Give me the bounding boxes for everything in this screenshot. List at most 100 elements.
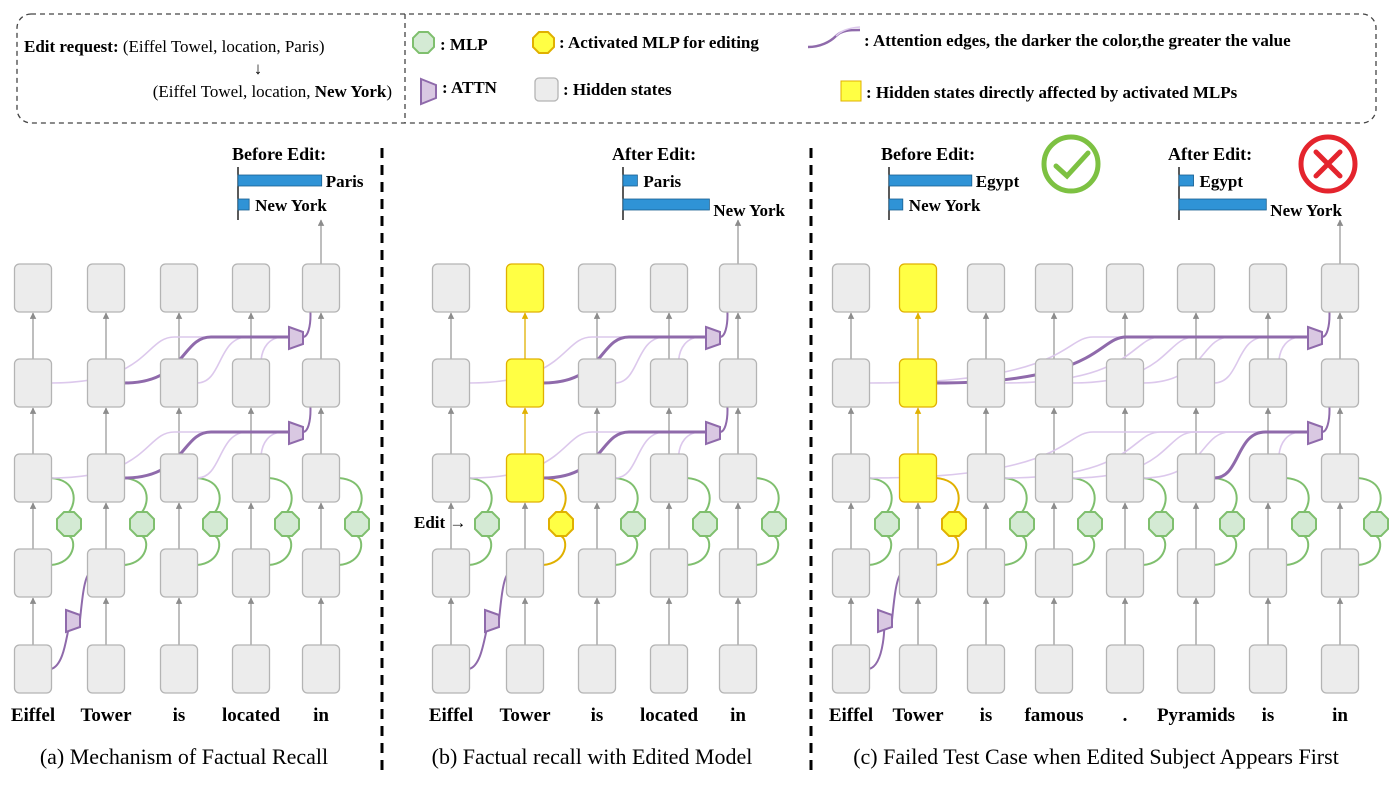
mlp-input-edge <box>614 535 639 566</box>
panel-b-network <box>431 219 787 694</box>
mlp-output-edge <box>614 477 639 513</box>
hidden-state <box>86 453 126 503</box>
hidden-state <box>831 548 871 598</box>
attn-node <box>877 608 893 634</box>
hidden-state <box>1176 453 1216 503</box>
attention-edge-weak <box>468 431 715 479</box>
edit-request-arrow: ↓ <box>254 59 263 78</box>
legend-mlp-icon <box>412 31 435 54</box>
hidden-state <box>1034 358 1074 408</box>
hidden-state <box>1320 644 1360 694</box>
attn-node <box>1307 420 1323 446</box>
token-label: in <box>313 705 329 726</box>
hidden-state <box>966 548 1006 598</box>
hidden-state <box>505 548 545 598</box>
edit-request-original: (Eiffel Towel, location, Paris) <box>119 37 325 56</box>
probability-bar <box>622 174 638 187</box>
attention-edge-weak <box>1071 431 1317 479</box>
hidden-state <box>718 358 758 408</box>
attention-edge-weak <box>868 336 1317 384</box>
hidden-state <box>231 263 271 313</box>
mlp-output-edge <box>1357 477 1382 513</box>
hidden-state <box>718 263 758 313</box>
affected-hidden-state <box>898 358 938 408</box>
legend-hidden-state-icon <box>534 77 559 102</box>
affected-hidden-state <box>505 358 545 408</box>
hidden-state <box>831 263 871 313</box>
mlp-node <box>344 511 370 537</box>
activated-mlp-node <box>941 511 967 537</box>
mlp-output-edge <box>50 477 75 513</box>
edit-request-label: Edit request: <box>24 37 119 56</box>
mlp-node <box>1363 511 1389 537</box>
attention-edge-weak <box>868 431 1317 479</box>
token-label: Tower <box>499 705 551 726</box>
affected-hidden-state <box>505 263 545 313</box>
hidden-state <box>86 548 126 598</box>
attention-output-edge <box>498 574 508 621</box>
hidden-state <box>1105 453 1145 503</box>
caption-c: (c) Failed Test Case when Edited Subject… <box>853 744 1339 769</box>
hidden-state <box>159 548 199 598</box>
cross-circle <box>1298 134 1358 194</box>
hidden-state <box>1034 453 1074 503</box>
mlp-input-edge <box>1003 535 1028 566</box>
mlp-input-edge <box>50 535 75 566</box>
edit-request-new-prefix: (Eiffel Towel, location, <box>153 82 315 101</box>
hidden-state <box>718 548 758 598</box>
hidden-state <box>577 358 617 408</box>
bar-label: Egypt <box>1200 172 1244 191</box>
hidden-state <box>301 453 341 503</box>
mlp-input-edge <box>123 535 148 566</box>
mlp-input-edge <box>338 535 363 566</box>
hidden-state <box>159 453 199 503</box>
mlp-node <box>1291 511 1317 537</box>
bar-label: New York <box>1270 201 1342 220</box>
hidden-state <box>1320 548 1360 598</box>
attn-node <box>288 420 304 446</box>
hidden-state <box>1176 644 1216 694</box>
hidden-state <box>649 644 689 694</box>
mlp-node <box>761 511 787 537</box>
hidden-state <box>966 453 1006 503</box>
hidden-state <box>831 644 871 694</box>
hidden-state <box>1176 358 1216 408</box>
mlp-node <box>874 511 900 537</box>
mlp-node <box>1009 511 1035 537</box>
hidden-state <box>1320 263 1360 313</box>
hidden-state <box>231 358 271 408</box>
legend-attn-icon <box>420 77 437 106</box>
mlp-output-edge <box>268 477 293 513</box>
caption-a: (a) Mechanism of Factual Recall <box>40 744 328 769</box>
hidden-state <box>86 358 126 408</box>
probability-bar <box>1178 198 1267 211</box>
hidden-state <box>1176 263 1216 313</box>
mlp-input-edge <box>868 535 893 566</box>
token-label: . <box>1123 705 1128 726</box>
hidden-state <box>13 358 53 408</box>
edit-request-new-object: New York <box>315 82 387 101</box>
mlp-node <box>1219 511 1245 537</box>
token-label: is <box>1262 705 1275 726</box>
legend-affected-states-text: : Hidden states directly affected by act… <box>866 83 1238 102</box>
probability-bar <box>888 174 973 187</box>
hidden-state <box>1320 358 1360 408</box>
attn-node <box>484 608 500 634</box>
legend: Edit request: (Eiffel Towel, location, P… <box>16 13 1377 124</box>
hidden-state <box>966 358 1006 408</box>
chart-header: After Edit: <box>1168 144 1252 164</box>
caption-b: (b) Factual recall with Edited Model <box>432 744 753 769</box>
edit-marker: Edit → <box>414 513 466 532</box>
attn-node <box>65 608 81 634</box>
hidden-state <box>301 358 341 408</box>
mlp-output-edge <box>338 477 363 513</box>
affected-hidden-state <box>505 453 545 503</box>
probability-bar <box>237 198 250 211</box>
panel-c-network <box>831 219 1389 694</box>
mlp-output-edge <box>1071 477 1096 513</box>
mlp-node <box>474 511 500 537</box>
hidden-state <box>649 453 689 503</box>
